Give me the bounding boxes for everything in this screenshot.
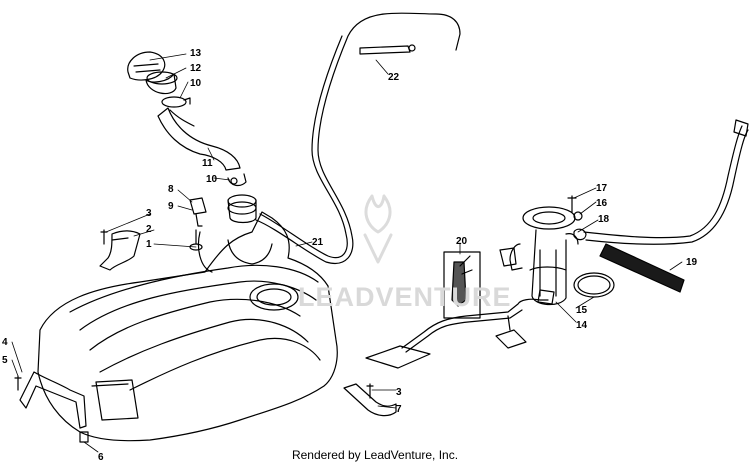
footer-credit: Rendered by LeadVenture, Inc. [291, 448, 459, 462]
watermark-text: LEADVENTURE [298, 282, 512, 312]
pump-o-ring [573, 272, 615, 298]
fuel-line [365, 298, 549, 369]
fuel-pump [499, 206, 579, 306]
callout-6: 6 [98, 452, 104, 463]
filler-hose [157, 107, 241, 171]
callout-3: 3 [146, 208, 152, 219]
tank-strap-left [19, 371, 87, 429]
callout-19: 19 [686, 257, 698, 268]
sender-kit [443, 251, 481, 319]
cable-tie [359, 44, 416, 55]
callout-3: 3 [396, 387, 402, 398]
tank-bracket-left [99, 230, 141, 271]
callout-11: 11 [202, 158, 213, 169]
grommet-16 [573, 211, 583, 221]
callout-10: 10 [206, 174, 218, 185]
callout-13: 13 [190, 48, 202, 59]
callout-7: 7 [396, 404, 402, 415]
tank-bracket-right [343, 383, 397, 417]
callout-numbers: 1 2 3 3 4 5 6 7 8 9 10 10 11 12 13 14 15… [2, 48, 698, 463]
bolt [14, 375, 22, 391]
leadventure-logo-watermark [363, 194, 393, 264]
pump-retainer-screw [567, 195, 577, 213]
callout-15: 15 [576, 305, 588, 316]
filler-adapter [145, 71, 178, 95]
callout-10: 10 [190, 78, 202, 89]
leader-lines [11, 53, 683, 453]
callout-5: 5 [2, 355, 8, 366]
fuel-supply-hose [573, 119, 749, 245]
callout-9: 9 [168, 201, 174, 212]
vent-hose [255, 12, 461, 264]
bolt [366, 383, 374, 399]
callout-21: 21 [312, 237, 324, 248]
callout-18: 18 [598, 214, 610, 225]
callout-12: 12 [190, 63, 202, 74]
callout-16: 16 [596, 198, 608, 209]
nut [79, 431, 89, 443]
rollover-valve [189, 197, 207, 227]
callout-1: 1 [146, 239, 152, 250]
callout-2: 2 [146, 224, 152, 235]
heat-sleeve [599, 243, 685, 293]
hose-clamp-lower [227, 173, 247, 187]
filler-cap [127, 51, 166, 81]
callout-14: 14 [576, 320, 588, 331]
callout-22: 22 [388, 72, 400, 83]
callout-20: 20 [456, 236, 468, 247]
callout-4: 4 [2, 337, 8, 348]
callout-17: 17 [596, 183, 608, 194]
fuel-tank [37, 194, 338, 442]
callout-8: 8 [168, 184, 174, 195]
hose-clamp-upper [161, 96, 191, 108]
